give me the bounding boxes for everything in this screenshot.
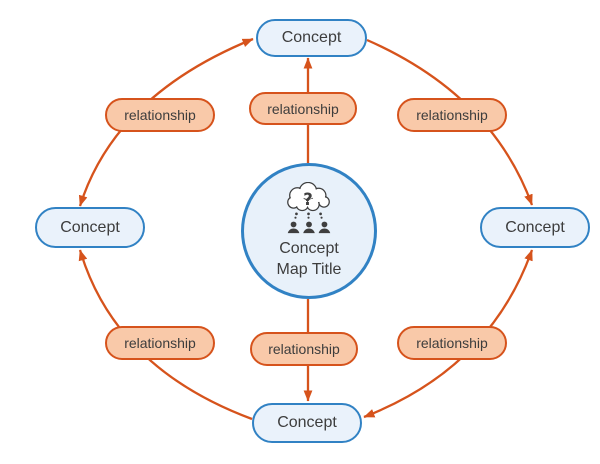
relationship-label-upper-left: relationship bbox=[105, 98, 215, 132]
center-title: Concept Map Title bbox=[277, 238, 342, 280]
concept-node-label: Concept bbox=[60, 218, 120, 236]
relationship-text: relationship bbox=[416, 107, 488, 123]
relationship-text: relationship bbox=[267, 100, 339, 117]
concept-node-left: Concept bbox=[35, 207, 145, 248]
relationship-text: relationship bbox=[416, 335, 488, 351]
center-title-line1: Concept bbox=[279, 240, 339, 257]
relationship-label-upper-right: relationship bbox=[397, 98, 507, 132]
concept-node-label: Concept bbox=[281, 29, 342, 46]
relationship-label-lower-right: relationship bbox=[397, 326, 507, 360]
center-title-node: ? Concept Map Title bbox=[241, 163, 377, 299]
relationship-label-bottom-middle: relationship bbox=[250, 332, 358, 366]
relationship-text: relationship bbox=[268, 341, 340, 357]
thinking-cloud-people-icon: ? bbox=[287, 182, 331, 234]
center-title-line2: Map Title bbox=[276, 261, 342, 278]
relationship-text: relationship bbox=[124, 107, 196, 123]
relationship-label-top-middle: relationship bbox=[249, 92, 357, 125]
concept-node-label: Concept bbox=[505, 218, 565, 236]
relationship-text: relationship bbox=[124, 335, 196, 351]
concept-node-bottom: Concept bbox=[252, 403, 362, 443]
svg-text:?: ? bbox=[303, 190, 313, 209]
concept-node-right: Concept bbox=[480, 207, 590, 248]
concept-node-top: Concept bbox=[256, 19, 367, 57]
relationship-label-lower-left: relationship bbox=[105, 326, 215, 360]
concept-node-label: Concept bbox=[277, 414, 337, 431]
